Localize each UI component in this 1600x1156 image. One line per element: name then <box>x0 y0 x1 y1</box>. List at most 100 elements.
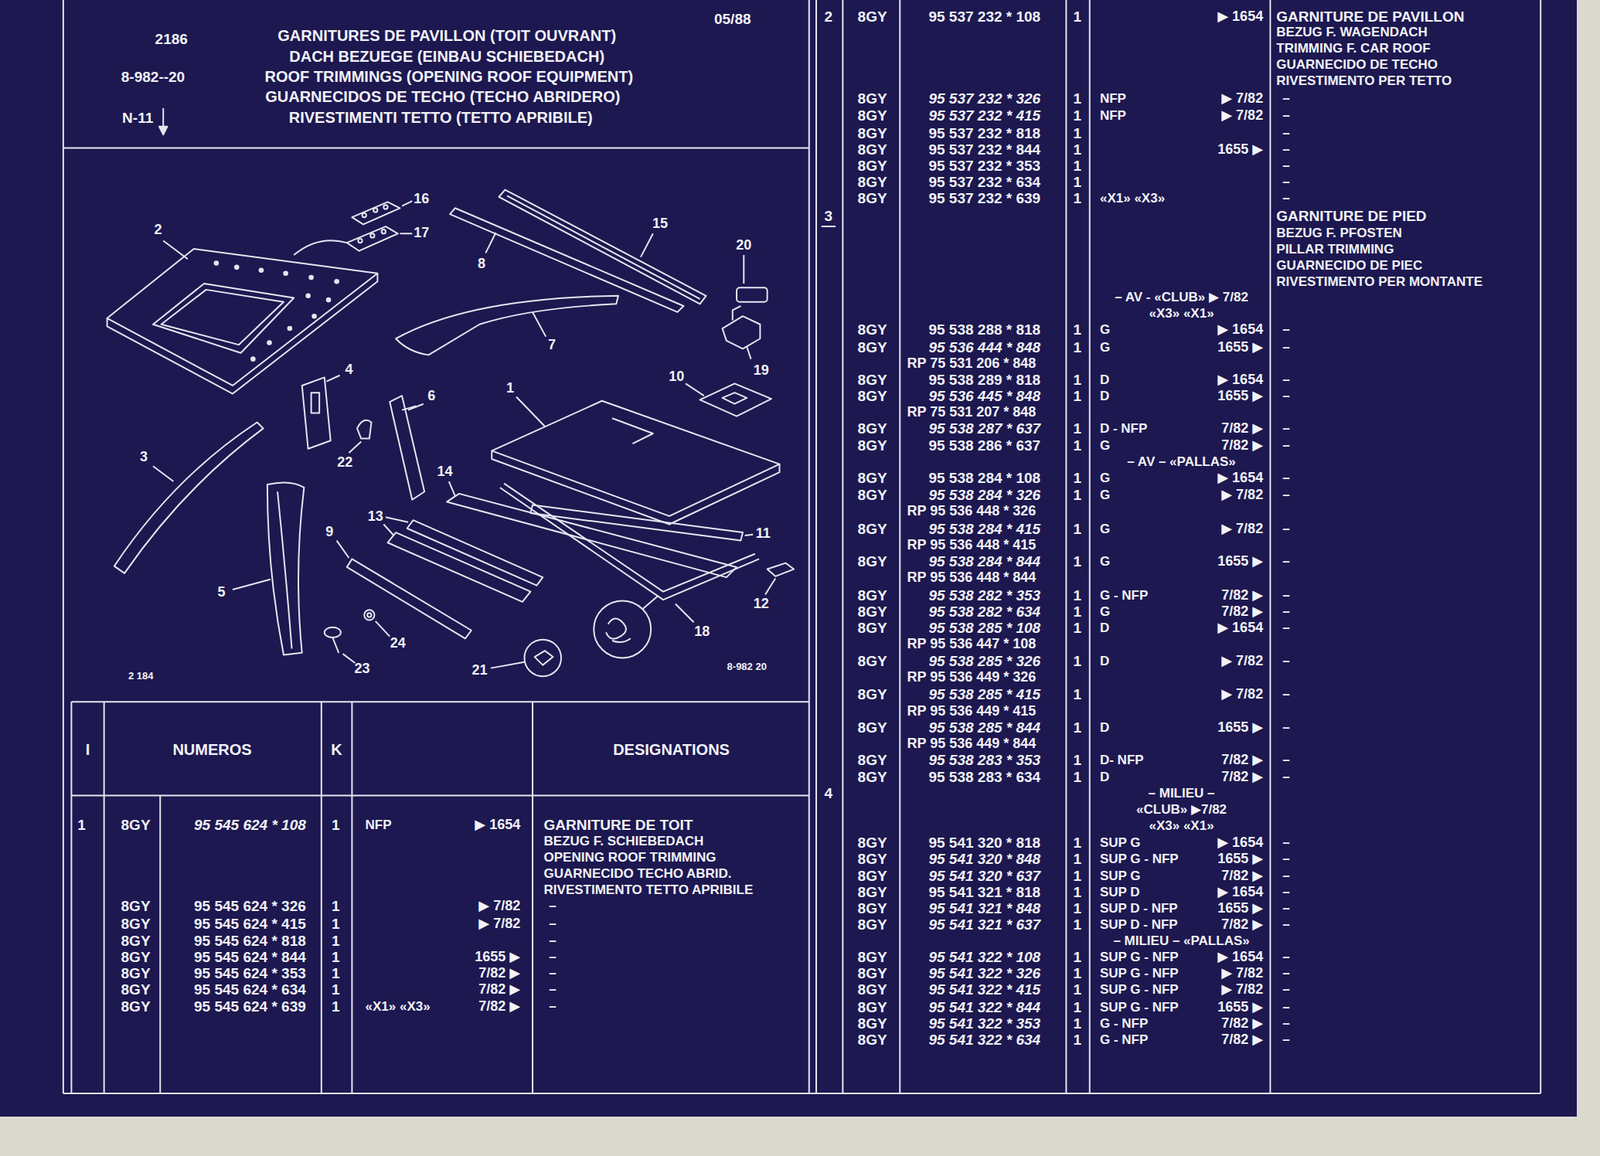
replacement-number: RP 75 531 207 * 848 <box>906 405 1036 419</box>
date-range: ▶ 7/82 <box>478 916 521 931</box>
table-cell: 95 537 232 * 818 <box>928 125 1041 140</box>
section-note: – MILIEU – <box>1148 786 1216 800</box>
table-cell: 95 537 232 * 639 <box>928 190 1041 206</box>
table-cell: 95 538 289 * 818 <box>928 372 1041 388</box>
table-cell: 1 <box>1073 173 1083 189</box>
callout-number: 11 <box>755 526 771 541</box>
qualifier-cell: G <box>1099 470 1110 484</box>
table-cell: 95 541 322 * 634 <box>928 1032 1041 1048</box>
designation: – <box>1282 836 1290 850</box>
replacement-number: RP 75 531 206 * 848 <box>906 356 1036 371</box>
table-cell: 8GY <box>857 686 888 702</box>
date-range: 7/82 ▶ <box>1221 604 1263 619</box>
header-line: ROOF TRIMMINGS (OPENING ROOF EQUIPMENT) <box>264 68 634 85</box>
replacement-number: RP 95 536 448 * 415 <box>906 537 1036 552</box>
header-code: 2186 <box>155 31 188 47</box>
table-cell: 8GY <box>857 437 888 453</box>
header-line: GARNITURES DE PAVILLON (TOIT OUVRANT) <box>277 27 617 44</box>
table-cell: 95 536 444 * 848 <box>928 339 1041 355</box>
designation: BEZUG F. SCHIEBEDACH <box>544 834 705 848</box>
date-range: ▶ 1654 <box>1217 949 1263 964</box>
table-cell: 1 <box>1073 587 1083 603</box>
table-cell: 95 541 322 * 353 <box>928 1015 1041 1031</box>
callout-number: 16 <box>413 191 429 206</box>
header-line: GUARNECIDOS DE TECHO (TECHO ABRIDERO) <box>265 88 620 105</box>
table-cell: 8GY <box>857 835 888 851</box>
table-cell: 8GY <box>857 1032 888 1048</box>
date-range: 1655 ▶ <box>1217 851 1263 866</box>
callout-number: 15 <box>652 216 668 231</box>
table-cell: 8GY <box>857 388 888 404</box>
table-cell: 1 <box>331 998 341 1014</box>
designation: – <box>1282 588 1290 602</box>
table-cell: 1 <box>1073 469 1083 485</box>
table-cell: 95 538 284 * 415 <box>928 520 1041 536</box>
date-range: 1655 ▶ <box>1217 1000 1263 1015</box>
designation: – <box>1282 521 1290 535</box>
table-cell: 1 <box>1073 9 1083 24</box>
table-cell: 95 541 320 * 848 <box>928 851 1041 867</box>
designation: – <box>1282 488 1290 502</box>
section-note: – MILIEU – «PALLAS» <box>1113 934 1250 948</box>
designation: – <box>1282 769 1290 783</box>
date-range: ▶ 1654 <box>1217 372 1263 387</box>
designation: – <box>1282 422 1290 436</box>
designation: – <box>1282 620 1290 634</box>
table-cell: 1 <box>1073 835 1083 851</box>
table-cell: 8GY <box>857 421 888 436</box>
fiche-ground <box>0 0 1577 1117</box>
callout-number: 5 <box>217 585 225 600</box>
date-range: 7/82 ▶ <box>478 966 521 981</box>
designation-heading: GARNITURE DE PAVILLON <box>1276 9 1464 24</box>
table-cell: 95 545 624 * 415 <box>194 915 307 931</box>
designation: – <box>1282 721 1290 735</box>
table-cell: 8GY <box>857 9 888 24</box>
table-cell: 95 545 624 * 108 <box>194 817 307 832</box>
qualifier-cell: SUP G - NFP <box>1099 950 1179 964</box>
ruling-and-illustration <box>63 0 1541 1094</box>
table-cell: 1 <box>1073 769 1083 784</box>
table-cell: 1 <box>1073 421 1083 436</box>
designation: – <box>548 999 556 1013</box>
table-cell: 8GY <box>857 520 888 536</box>
designation: – <box>548 950 556 964</box>
designation: – <box>1282 438 1290 452</box>
table-cell: 8GY <box>857 603 888 619</box>
table-cell: 8GY <box>121 933 151 949</box>
qualifier-cell: NFP <box>1099 91 1127 105</box>
table-cell: 95 538 286 * 637 <box>928 437 1041 453</box>
header-line: RIVESTIMENTI TETTO (TETTO APRIBILE) <box>289 109 593 126</box>
date-range: 1655 ▶ <box>1217 720 1263 735</box>
date-range: ▶ 7/82 <box>478 898 521 913</box>
designation: – <box>1282 1000 1290 1014</box>
date-range: 7/82 ▶ <box>1221 1016 1263 1031</box>
table-cell: 95 545 624 * 818 <box>194 933 307 949</box>
table-cell: 95 538 284 * 108 <box>928 469 1041 485</box>
table-cell: 95 541 322 * 326 <box>928 966 1041 981</box>
section-note: «CLUB» ▶7/82 <box>1136 802 1227 816</box>
callout-number: 3 <box>139 449 148 464</box>
qualifier-cell: «X1» «X3» <box>1099 191 1165 205</box>
designation: – <box>1282 470 1290 484</box>
date-range: ▶ 7/82 <box>1221 91 1263 106</box>
table-cell: 1 <box>1073 900 1083 916</box>
qualifier-cell: NFP <box>365 817 392 831</box>
table-cell: 3 <box>824 207 834 223</box>
section-note: «X3» «X1» <box>1148 818 1214 832</box>
qualifier-cell: NFP <box>1099 108 1127 123</box>
designation: BEZUG F. PFOSTEN <box>1276 225 1402 239</box>
designation: – <box>548 983 556 997</box>
table-cell: 8GY <box>857 653 888 669</box>
column-header: K <box>330 742 342 758</box>
designation: – <box>1282 108 1290 123</box>
table-cell: 95 545 624 * 326 <box>194 898 307 914</box>
date-range: ▶ 1654 <box>1217 620 1263 635</box>
column-header: DESIGNATIONS <box>612 742 730 758</box>
qualifier-cell: SUP G <box>1099 836 1141 850</box>
table-cell: 95 537 232 * 415 <box>928 108 1041 123</box>
designation: – <box>1282 852 1290 866</box>
qualifier-cell: G - NFP <box>1099 588 1148 602</box>
date-range: 1655 ▶ <box>474 949 521 964</box>
